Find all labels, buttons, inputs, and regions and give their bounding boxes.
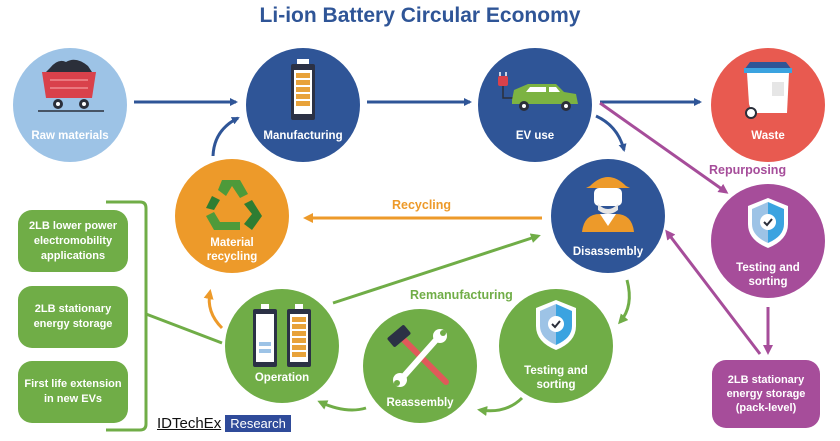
waste-bin-icon (744, 62, 792, 119)
node-raw-materials (13, 48, 127, 162)
bracket-connector (145, 312, 223, 345)
arrow-remanufacturing-flow (332, 233, 541, 305)
mine-cart-icon (38, 59, 104, 112)
label-waste: Waste (751, 130, 785, 142)
shield-check-icon (748, 198, 788, 248)
arrow-operation-to-recycling (203, 289, 224, 330)
node-material-recycling (175, 159, 289, 273)
batteries-icon (253, 304, 311, 367)
idtechex-logo: IDTechEx Research (157, 415, 291, 432)
application-box-electromobility: 2LB lower power electromobility applicat… (18, 210, 128, 272)
label-testing-green: Testing and sorting (524, 365, 588, 391)
label-manufacturing: Manufacturing (263, 130, 343, 142)
arrow-ev-to-repurposing (599, 101, 729, 194)
node-operation (225, 289, 339, 403)
arrow-disassembly-to-testing (618, 279, 631, 325)
flow-label-remanufacturing: Remanufacturing (410, 288, 513, 302)
application-box-first-life: First life extension in new EVs (18, 361, 128, 423)
label-material-recycling: Material recycling (206, 237, 258, 263)
arrow-pack-storage-to-disassembly (665, 229, 762, 355)
hammer-wrench-icon (387, 325, 449, 387)
logo-brand: IDTechEx (157, 415, 222, 432)
label-operation: Operation (254, 372, 310, 384)
flow-label-repurposing: Repurposing (709, 163, 787, 177)
shield-check-icon (536, 300, 576, 350)
label-testing-purple: Testing and sorting (736, 262, 800, 288)
recycle-icon (206, 180, 262, 230)
arrow-ev-to-disassembly (595, 114, 627, 152)
flow-label-recycling: Recycling (392, 198, 452, 212)
arrow-recycling-to-manufacturing (211, 116, 240, 157)
label-raw-materials: Raw materials (31, 130, 109, 142)
label-disassembly: Disassembly (572, 246, 644, 258)
application-box-stationary: 2LB stationary energy storage (18, 286, 128, 348)
page-title: Li-ion Battery Circular Economy (259, 4, 581, 27)
worker-icon (582, 177, 634, 232)
arrow-testing-to-reassembly (477, 396, 524, 417)
node-ev-use (478, 48, 592, 162)
arrow-reassembly-to-operation (317, 400, 367, 412)
battery-icon (291, 59, 315, 120)
label-ev-use: EV use (515, 130, 555, 142)
electric-car-icon (498, 72, 578, 111)
application-bracket (106, 200, 148, 432)
pack-level-storage-box: 2LB stationary energy storage (pack-leve… (712, 360, 820, 428)
logo-tag: Research (225, 415, 291, 432)
label-reassembly: Reassembly (386, 397, 454, 409)
